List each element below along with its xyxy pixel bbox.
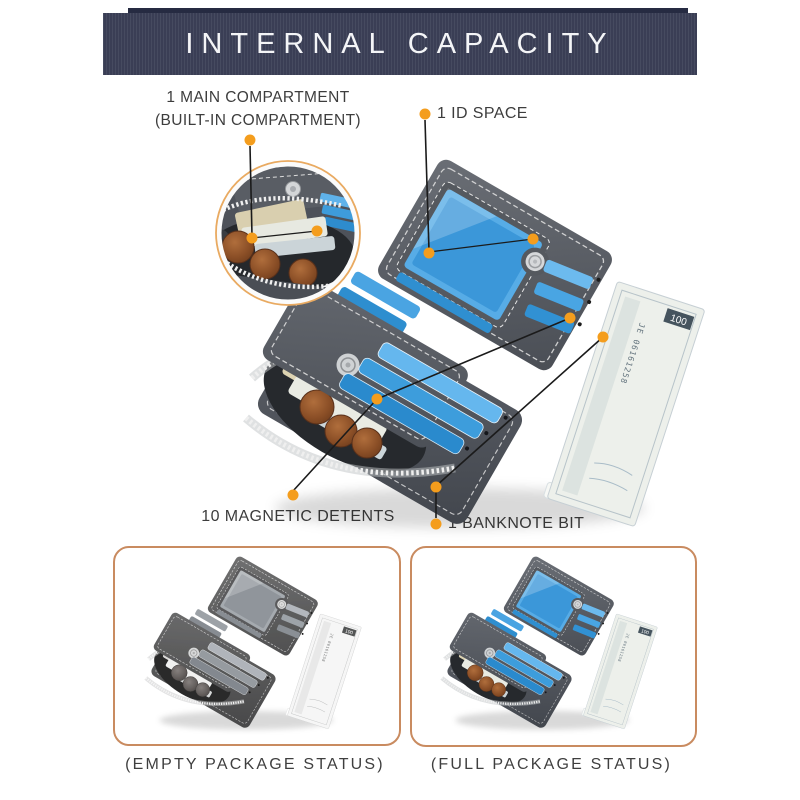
callout-main-line2: (BUILT-IN COMPARTMENT) <box>155 112 361 129</box>
main-wallet-photo <box>244 156 705 528</box>
callout-banknote-bit: 1 BANKNOTE BIT <box>448 515 585 532</box>
banner-ribbon <box>128 8 688 17</box>
callout-dot <box>419 108 431 120</box>
callout-lines <box>249 119 604 518</box>
callout-id-space: 1 ID SPACE <box>437 105 528 122</box>
magnifier-inset <box>215 160 361 306</box>
callout-dot <box>527 233 539 245</box>
page-title: INTERNAL CAPACITY <box>185 27 615 60</box>
callout-dot <box>287 489 299 501</box>
callout-dot <box>244 134 256 146</box>
callout-dot <box>423 247 435 259</box>
callout-dot <box>371 393 383 405</box>
caption-empty-package: (EMPTY PACKAGE STATUS) <box>125 756 385 773</box>
callout-dot <box>430 481 442 493</box>
callout-dot <box>597 331 609 343</box>
callout-dot <box>430 518 442 530</box>
title-banner: INTERNAL CAPACITY <box>103 13 697 75</box>
callout-dot <box>246 232 258 244</box>
callout-dot <box>564 312 576 324</box>
callout-magnetic-detents: 10 MAGNETIC DETENTS <box>201 508 395 525</box>
callout-main-compartment: 1 MAIN COMPARTMENT (BUILT-IN COMPARTMENT… <box>138 86 378 132</box>
panel-full-package <box>410 546 697 747</box>
inset-card-slots <box>319 192 357 233</box>
callout-main-line1: 1 MAIN COMPARTMENT <box>166 89 350 106</box>
inset-coins <box>221 230 318 288</box>
callout-dots <box>244 108 609 530</box>
panel-empty-package <box>113 546 401 746</box>
callout-dot <box>311 225 323 237</box>
inset-snap-button <box>285 181 301 197</box>
caption-full-package: (FULL PACKAGE STATUS) <box>430 756 673 773</box>
